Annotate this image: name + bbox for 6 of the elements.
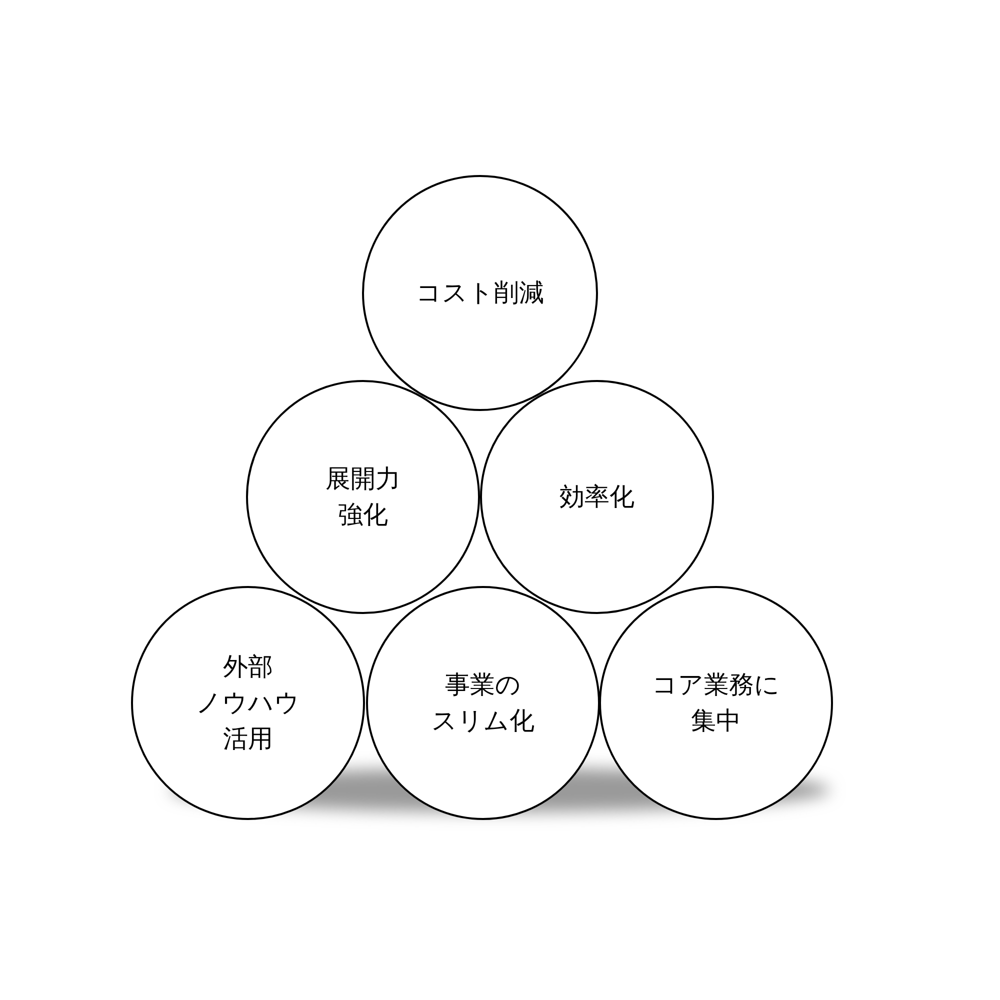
node-label: 展開力強化: [326, 462, 400, 531]
node-label: コスト削減: [416, 276, 544, 309]
node-label: 事業のスリム化: [432, 668, 534, 737]
node-label: 外部ノウハウ活用: [196, 650, 300, 756]
node-label: 効率化: [560, 480, 634, 513]
node-label: コア業務に集中: [652, 668, 780, 737]
